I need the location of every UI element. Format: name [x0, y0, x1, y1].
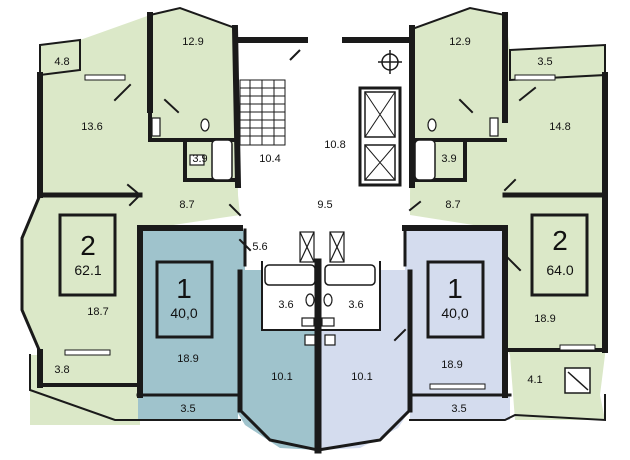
apt-left-rooms: 2 [80, 230, 96, 261]
room-tl-living: 18.7 [87, 306, 108, 318]
room-cr-balcony: 3.5 [451, 403, 466, 415]
room-cr-kitchen: 10.1 [351, 371, 372, 383]
apartment-center-left-fill [140, 230, 245, 395]
apt-right-rooms: 2 [552, 225, 568, 256]
room-tr-hall: 8.7 [445, 199, 460, 211]
room-tl-bottom-balcony: 3.8 [54, 364, 69, 376]
apartment-center-left-kitchen-fill [236, 270, 318, 450]
apartment-center-right-fill [405, 230, 505, 395]
room-c-bath-right: 3.6 [348, 299, 363, 311]
balcony-left-bottom-fill [30, 355, 140, 425]
room-cl-room: 18.9 [177, 353, 198, 365]
room-tl-room: 13.6 [81, 121, 102, 133]
room-corridor: 9.5 [317, 199, 332, 211]
apt-center-left-area: 40,0 [170, 305, 197, 321]
room-tl-bath: 3.9 [192, 153, 207, 165]
shaft-icon [299, 231, 345, 346]
room-tl-top: 12.9 [182, 36, 203, 48]
toilet-icon [200, 118, 437, 307]
room-stair-hall: 10.4 [259, 153, 280, 165]
sink-icon [151, 117, 499, 327]
room-tr-bath: 3.9 [441, 153, 456, 165]
fills [22, 8, 605, 450]
room-cl-balcony: 3.5 [180, 403, 195, 415]
room-tr-top: 12.9 [449, 36, 470, 48]
stair-icon [239, 49, 301, 146]
apt-center-right-rooms: 1 [447, 273, 463, 304]
apt-left-area: 62.1 [74, 262, 101, 278]
room-tl-balcony: 4.8 [54, 56, 69, 68]
elevator-icon [358, 86, 402, 187]
room-lobby: 10.8 [324, 139, 345, 151]
windows [64, 74, 596, 390]
apartment-center-right-kitchen-fill [318, 270, 410, 450]
apartment-labels: 2 62.1 1 40,0 1 40,0 2 64.0 [74, 225, 573, 321]
apartment-right-fill [410, 8, 605, 420]
door-icon [564, 367, 591, 394]
room-cl-kitchen: 10.1 [271, 371, 292, 383]
room-tr-living: 18.9 [534, 313, 555, 325]
vent-fan-icon [378, 50, 402, 74]
room-tr-balcony: 3.5 [537, 56, 552, 68]
room-c-bath-left: 3.6 [278, 299, 293, 311]
room-tr-room: 14.8 [549, 121, 570, 133]
apt-right-area: 64.0 [546, 262, 573, 278]
balcony-center-left-fill [138, 395, 238, 420]
room-cr-room: 18.9 [441, 359, 462, 371]
balcony-center-right-fill [410, 395, 510, 420]
room-c-hall: 5.6 [252, 241, 267, 253]
apt-center-right-area: 40,0 [441, 305, 468, 321]
apt-center-left-rooms: 1 [176, 273, 192, 304]
bathtub-icon [211, 139, 436, 286]
room-tr-bottom-balcony: 4.1 [527, 374, 542, 386]
room-tl-hall: 8.7 [179, 199, 194, 211]
room-area-labels: 12.9 4.8 13.6 3.9 10.4 10.8 12.9 3.5 14.… [54, 36, 570, 415]
